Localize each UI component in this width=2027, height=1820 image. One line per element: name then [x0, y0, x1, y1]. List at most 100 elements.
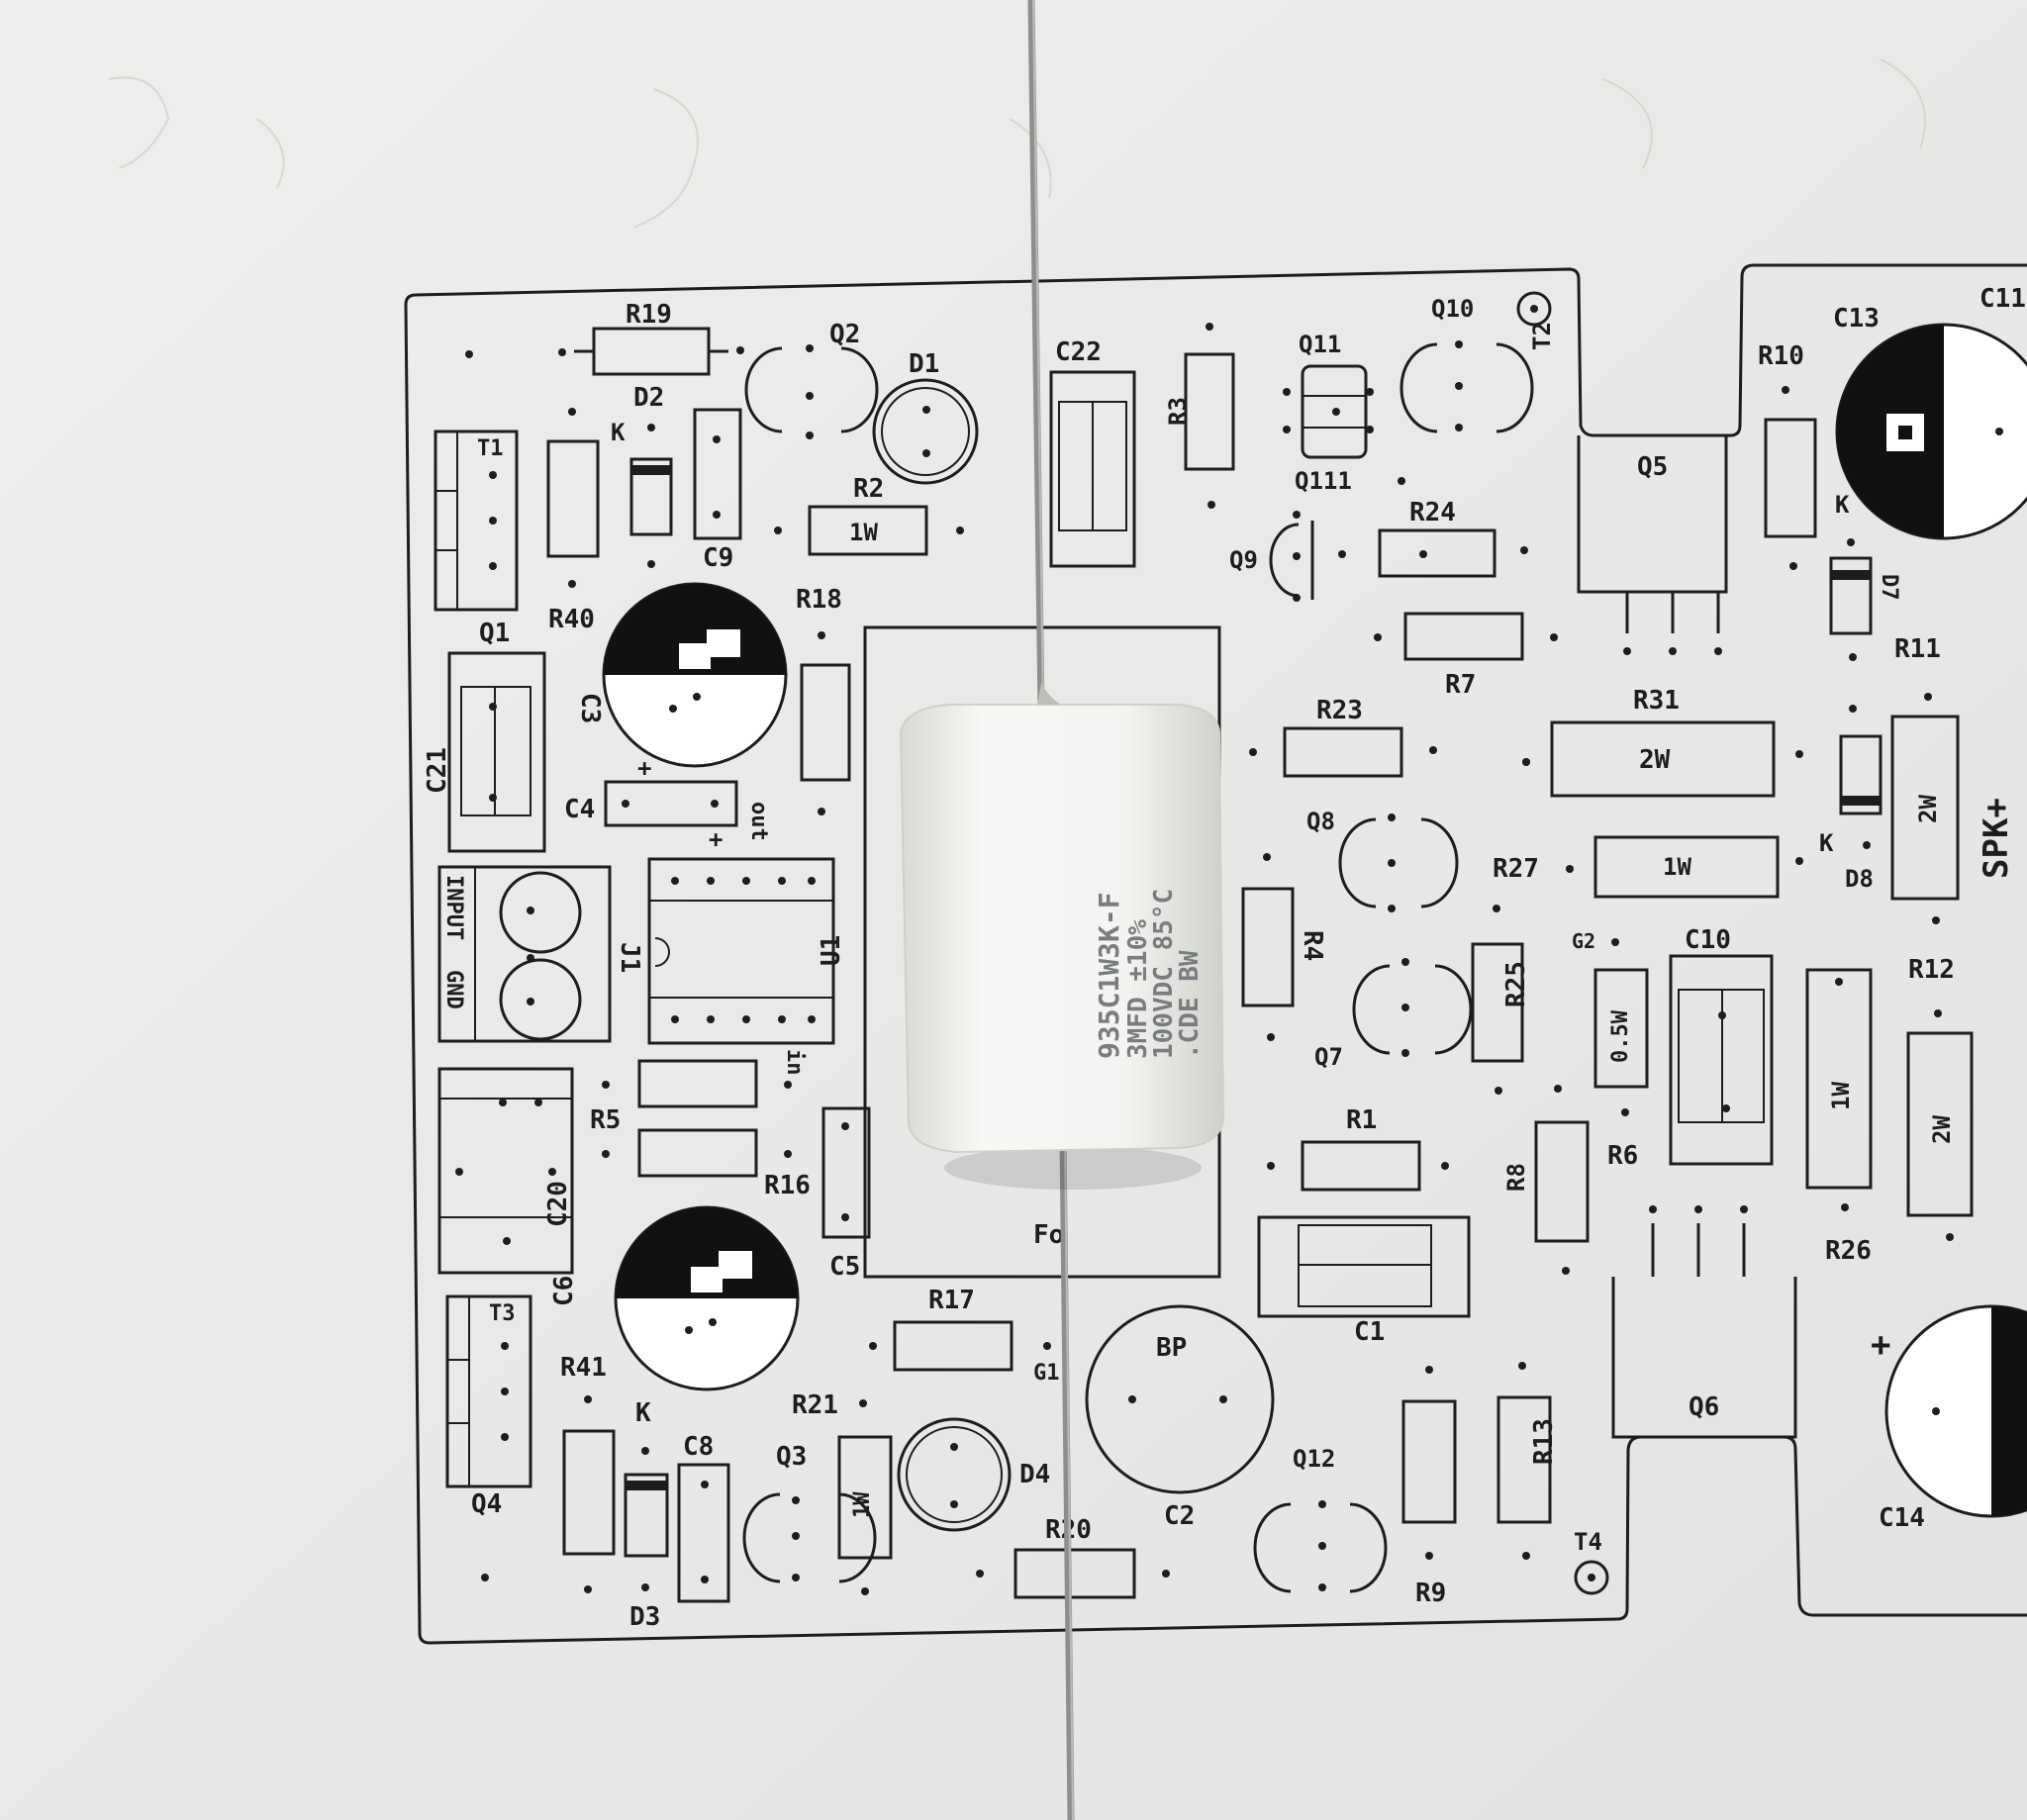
label-r21: R21 [792, 1390, 838, 1420]
r27-watt: 1W [1663, 853, 1691, 881]
q7-outline [1352, 964, 1473, 1055]
label-k-d7: K [1835, 491, 1850, 519]
r41-body [562, 1429, 616, 1556]
q2-outline [744, 346, 879, 433]
label-t2: T2 [1528, 322, 1556, 350]
label-t1: T1 [477, 436, 504, 461]
t2-pad [1516, 291, 1552, 327]
label-r2: R2 [853, 474, 884, 504]
label-q4: Q4 [471, 1489, 502, 1519]
label-r4: R4 [1298, 930, 1327, 961]
label-q111: Q111 [1295, 467, 1352, 495]
plus-c4: + [637, 754, 651, 782]
q11-outline [1301, 364, 1368, 459]
label-k-d2: K [611, 419, 626, 446]
label-r6: R6 [1607, 1141, 1638, 1171]
label-c20: C20 [543, 1181, 573, 1227]
label-r25: R25 [1501, 961, 1531, 1007]
r2-body [808, 505, 928, 556]
label-r18: R18 [796, 585, 842, 615]
label-r10: R10 [1758, 341, 1804, 371]
plus-c14: + [1871, 1325, 1890, 1365]
label-r31: R31 [1633, 686, 1680, 716]
r3-body [1184, 352, 1235, 471]
q3-outline [742, 1492, 877, 1583]
d2-body [629, 457, 673, 536]
r12-body [1906, 1031, 1974, 1217]
label-g2: G2 [1572, 929, 1595, 953]
label-d1: D1 [909, 349, 939, 379]
capacitor-line-2: 3MFD ±10% [1123, 919, 1153, 1059]
label-d7: D7 [1877, 574, 1901, 601]
label-r27: R27 [1493, 854, 1539, 884]
label-q11: Q11 [1299, 331, 1341, 358]
label-r23: R23 [1316, 696, 1363, 725]
label-d2: D2 [633, 383, 664, 413]
label-k-d3: K [635, 1398, 651, 1428]
board-outline [404, 263, 2027, 1645]
label-r3: R3 [1164, 397, 1192, 426]
r17-body [893, 1320, 1014, 1372]
r13-body [1496, 1395, 1552, 1524]
label-r24: R24 [1409, 498, 1456, 527]
q6-outline [1611, 1277, 1797, 1439]
q5-outline [1577, 435, 1728, 594]
label-input: INPUT [441, 875, 466, 940]
r21-watt: 1W [850, 1491, 875, 1518]
label-c4: C4 [564, 795, 595, 824]
c22-outline [1049, 370, 1136, 568]
label-r26: R26 [1825, 1236, 1872, 1266]
r9-body [1401, 1399, 1457, 1524]
label-r12: R12 [1908, 955, 1955, 985]
label-t3: T3 [489, 1301, 516, 1326]
d8-body [1839, 734, 1882, 815]
film-capacitor: 935C1W3K-F 3MFD ±10% 100VDC 85°C .CDE BW [899, 683, 1225, 1190]
c9-body [693, 408, 742, 540]
label-r7: R7 [1445, 670, 1476, 700]
r20-body [1014, 1548, 1136, 1599]
r2-watt: 1W [849, 519, 878, 546]
r7-body [1403, 612, 1524, 661]
r24-body [1378, 528, 1496, 578]
r10-body [1764, 418, 1817, 538]
watt-r12: 2W [1928, 1115, 1956, 1144]
u1-outline [647, 857, 835, 1045]
label-c5: C5 [829, 1252, 860, 1282]
capacitor-line-4: .CDE BW [1175, 950, 1205, 1059]
label-r5: R5 [590, 1105, 621, 1135]
label-c22: C22 [1055, 337, 1102, 367]
d7-body [1829, 556, 1873, 635]
r6-body [1593, 968, 1649, 1089]
faint-pencil-marks [108, 58, 1926, 229]
label-r17: R17 [928, 1286, 975, 1315]
label-q7: Q7 [1314, 1043, 1343, 1071]
q9-outline [1269, 523, 1300, 598]
plus-u1: + [709, 825, 723, 853]
c4-body [604, 780, 738, 827]
label-r1: R1 [1346, 1105, 1377, 1135]
label-c1: C1 [1354, 1317, 1385, 1347]
r31-watt: 2W [1639, 745, 1671, 775]
label-q6: Q6 [1689, 1392, 1719, 1422]
label-c21: C21 [423, 747, 452, 794]
label-u1: U1 [817, 935, 846, 966]
r31-body [1550, 720, 1776, 798]
r-2w-vertical [1890, 715, 1960, 901]
capacitor-line-3: 100VDC 85°C [1149, 889, 1179, 1059]
label-c9: C9 [703, 543, 733, 573]
label-spk-plus: SPK+ [1977, 798, 2016, 879]
label-t4: T4 [1574, 1528, 1602, 1556]
label-fo: Fo [1033, 1220, 1064, 1250]
label-r8: R8 [1502, 1163, 1530, 1192]
c21-body [447, 651, 546, 853]
label-g1: G1 [1033, 1361, 1060, 1386]
c1-outline [1257, 1215, 1471, 1318]
label-out: out [746, 802, 771, 841]
r1-body [1301, 1140, 1421, 1192]
r6-watt: 0.5W [1608, 1009, 1633, 1063]
label-q8: Q8 [1306, 808, 1335, 835]
r4-body [1241, 887, 1295, 1007]
label-in: in [782, 1049, 807, 1076]
j1-outline [437, 865, 612, 1043]
